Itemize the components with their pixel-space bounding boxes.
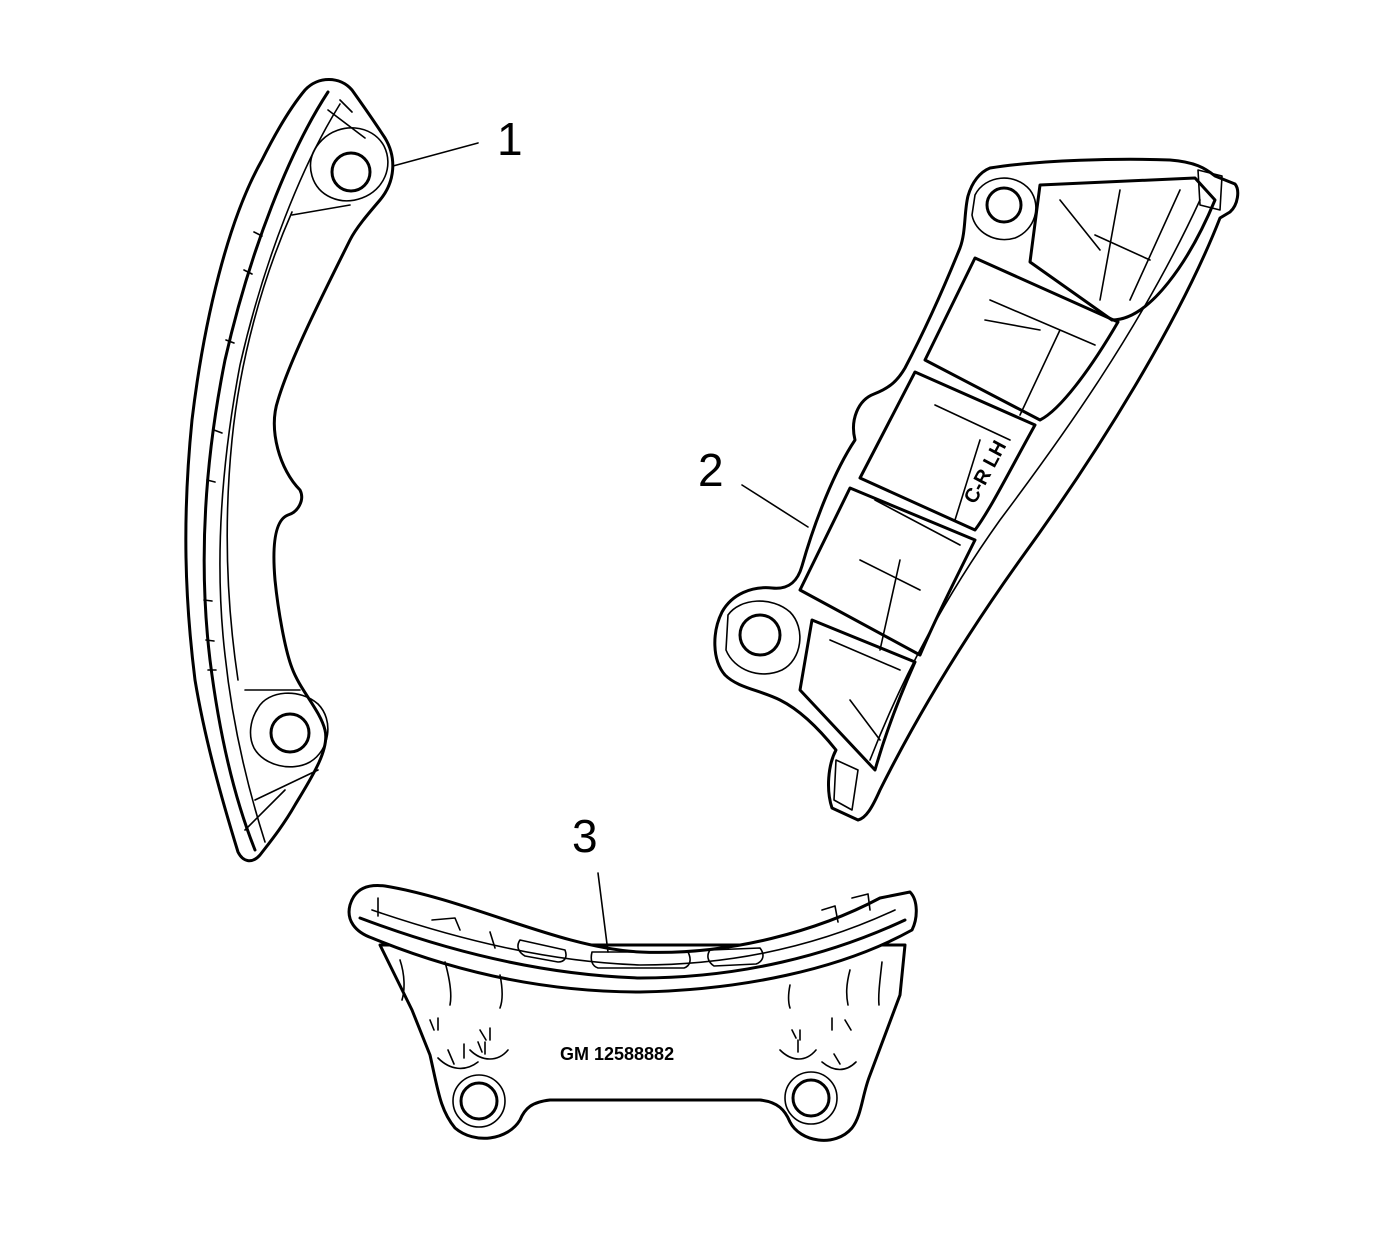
- guide-3-slots: [377, 893, 871, 969]
- guide-1-bottom-hole: [269, 712, 311, 754]
- guide-part-3: GM 12588882: [347, 884, 918, 1142]
- guide-1-ticks: [203, 231, 263, 671]
- guide-2-tab: [833, 169, 1223, 811]
- guide-2-pocket-4: [798, 618, 917, 772]
- guide-3-bracket: [378, 943, 907, 1142]
- callout-3-label: 3: [572, 810, 598, 862]
- guide-2-pocket-1: [923, 256, 1120, 422]
- guide-1-top-web: [291, 99, 366, 216]
- callout-2-leader: [741, 484, 809, 528]
- guide-3-marking: GM 12588882: [560, 1044, 674, 1064]
- guide-1-outline: [184, 78, 395, 863]
- guide-3-right-hole: [784, 1071, 838, 1125]
- callout-1-label: 1: [497, 113, 523, 165]
- guide-2-bottom-hole: [738, 613, 782, 657]
- guide-1-bottom-web: [244, 689, 319, 831]
- guide-part-2: C-R LH: [713, 157, 1240, 822]
- callout-1-leader: [392, 142, 479, 167]
- guide-3-left-hole: [452, 1074, 506, 1128]
- guide-3-mold-symbols: [399, 959, 883, 1071]
- guide-part-1: [184, 78, 395, 863]
- guide-2-pocket-3: [798, 486, 977, 657]
- guide-2-rail: [869, 199, 1201, 761]
- guide-2-top-hole: [985, 186, 1023, 224]
- guide-1-face-line-inner: [219, 103, 341, 843]
- guide-2-outline: [713, 157, 1240, 822]
- guide-2-pocket-2: [858, 370, 1037, 532]
- guide-3-rail-line: [358, 916, 907, 980]
- guide-1-top-boss: [309, 127, 389, 202]
- guide-1-rail: [226, 211, 293, 681]
- guide-3-right-hole-inner: [791, 1078, 831, 1118]
- guide-1-top-hole: [330, 151, 372, 193]
- callout-2-label: 2: [698, 444, 724, 496]
- callout-3-leader: [597, 872, 609, 953]
- guide-1-bottom-boss: [249, 692, 329, 768]
- guide-2-bottom-ear: [725, 600, 801, 675]
- guide-3-left-hole-inner: [459, 1081, 499, 1121]
- guide-1-face-line: [202, 90, 330, 852]
- guide-3-rail-line-inner: [371, 909, 896, 966]
- guide-2-inner-lines: [829, 189, 1181, 741]
